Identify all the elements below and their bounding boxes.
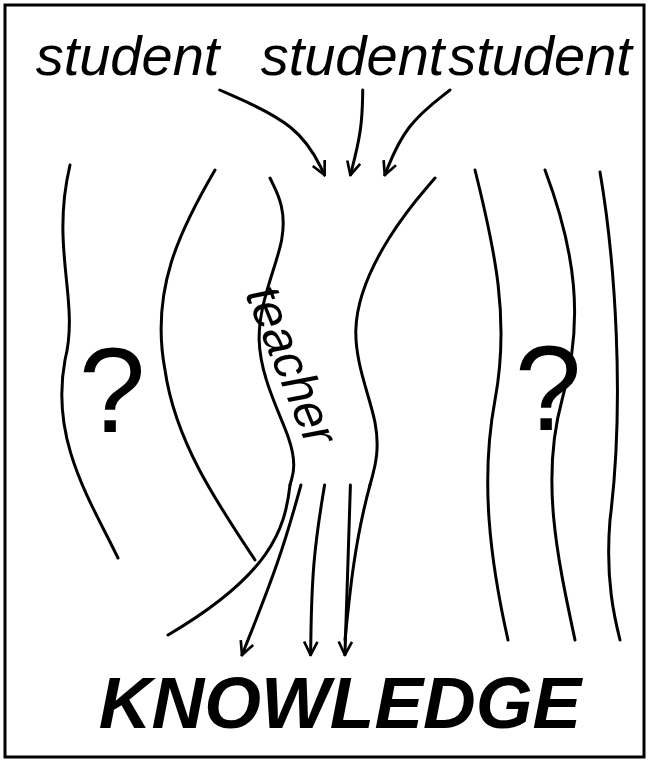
flow-arrow — [220, 90, 325, 175]
wavy-line — [161, 170, 255, 560]
student-text: student — [261, 28, 445, 84]
frame-border — [5, 5, 644, 757]
flow-arrow — [385, 90, 450, 175]
student-text: student — [448, 28, 632, 84]
teacher-text: teacher — [238, 278, 347, 451]
flow-arrow — [242, 485, 301, 655]
wavy-line — [475, 170, 508, 640]
flow-arrow — [350, 90, 362, 175]
flow-arrow — [311, 485, 325, 655]
flow-arrow — [345, 485, 351, 655]
channel-line — [356, 178, 435, 485]
teacher-node: teacher — [230, 175, 445, 485]
question-mark: ? — [515, 328, 582, 448]
student-node: student — [25, 22, 230, 90]
question-mark: ? — [79, 330, 146, 450]
wavy-line — [600, 172, 620, 640]
student-node: student — [440, 22, 640, 90]
knowledge-node: KNOWLEDGE — [95, 655, 585, 750]
student-node: student — [250, 22, 455, 90]
channel-line — [168, 485, 290, 635]
student-text: student — [36, 28, 220, 84]
channel-line — [345, 485, 370, 640]
knowledge-text: KNOWLEDGE — [99, 666, 582, 739]
